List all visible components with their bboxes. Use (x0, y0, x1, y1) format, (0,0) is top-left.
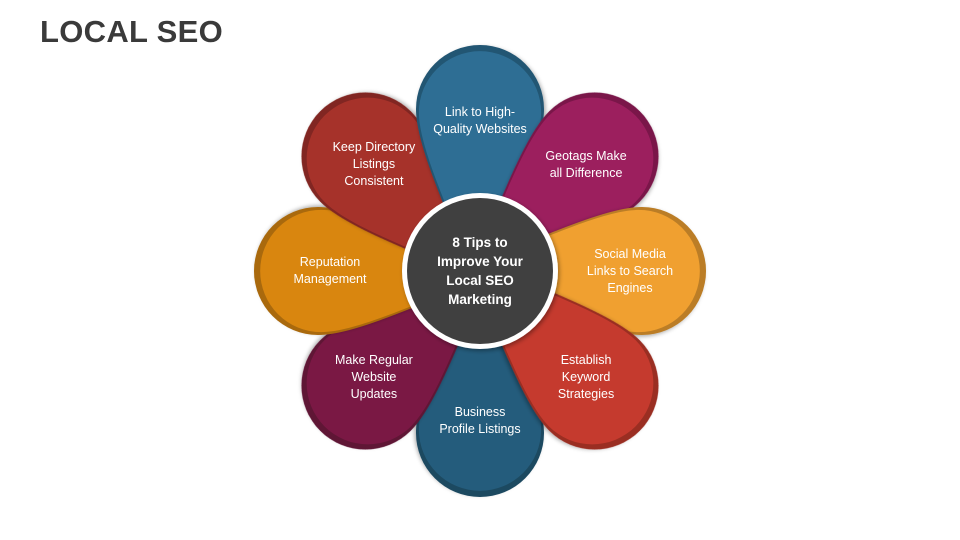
petal-label-line: all Difference (549, 165, 623, 180)
petal-label-line: Keyword (561, 369, 611, 384)
petal-label-line: Establish (560, 352, 612, 367)
petal-label-line: Link to High- (444, 105, 516, 119)
petal-label-line: Make Regular (335, 352, 413, 367)
petal-label-2: Geotags Make all Difference (526, 135, 646, 195)
center-label-line: Improve Your (437, 254, 523, 269)
slide-title: LOCAL SEO (40, 14, 223, 49)
petal-label-line: Website (351, 369, 397, 384)
petal-label-line: Social Media (594, 246, 666, 261)
petal-label-line: Updates (350, 386, 398, 401)
center-label-line: Marketing (448, 292, 512, 307)
petal-label-line: Reputation (299, 255, 361, 269)
petal-label-line: Business (454, 405, 506, 419)
center-hub (407, 198, 553, 344)
petal-label-line: Keep Directory (332, 140, 416, 155)
petal-label-line: Consistent (344, 174, 404, 189)
petal-label-line: Quality Websites (433, 122, 527, 136)
petal-label-line: Engines (607, 280, 653, 295)
petal-label-line: Strategies (557, 386, 615, 401)
petal-label-line: Profile Listings (439, 422, 521, 436)
center-label-line: 8 Tips to (452, 235, 508, 250)
center-label-line: Local SEO (446, 273, 514, 288)
petal-label-1: Link to High- Quality Websites (420, 91, 540, 151)
petal-label-line: Management (293, 272, 367, 286)
petal-label-line: Listings (352, 157, 396, 172)
petal-label-line: Geotags Make (545, 148, 627, 163)
petal-label-line: Links to Search (586, 263, 674, 278)
